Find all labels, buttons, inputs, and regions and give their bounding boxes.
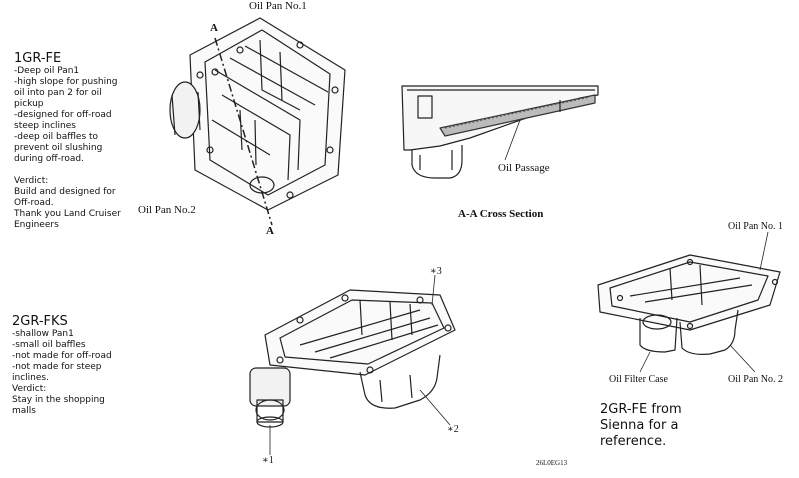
note-line: -not made for off-road <box>12 351 112 361</box>
cross-section-drawing <box>401 85 599 179</box>
section-mark-a-bottom: A <box>266 225 274 237</box>
note-line: Stay in the shopping <box>12 395 105 405</box>
oil-pan-1gr-drawing <box>169 17 346 226</box>
verdict-line: Verdict: <box>14 176 49 186</box>
label-oil-filter-case: Oil Filter Case <box>609 374 668 385</box>
note-line: prevent oil slushing <box>14 143 103 153</box>
note-line: pickup <box>14 99 44 109</box>
note-line: -small oil baffles <box>12 340 86 350</box>
cross-section-caption: A-A Cross Section <box>458 208 544 220</box>
note-line: steep inclines <box>14 121 76 131</box>
callout-2: ∗2 <box>447 424 459 435</box>
label-oil-pan-no-1-top: Oil Pan No.1 <box>249 0 307 12</box>
verdict-line: Engineers <box>14 220 59 230</box>
notes-2gr-fks: 2GR-FKS -shallow Pan1 -small oil baffles… <box>12 314 152 417</box>
note-line: malls <box>12 406 36 416</box>
note-line: Verdict: <box>12 384 47 394</box>
section-mark-a-top: A <box>210 22 218 34</box>
caption-line: Sienna for a <box>600 418 679 433</box>
note-line: -designed for off-road <box>14 110 112 120</box>
label-oil-pan-no-2-top: Oil Pan No.2 <box>138 204 196 216</box>
note-title-2gr-fks: 2GR-FKS <box>12 314 68 329</box>
caption-line: 2GR-FE from <box>600 402 682 417</box>
note-line: inclines. <box>12 373 49 383</box>
note-line: -shallow Pan1 <box>12 329 74 339</box>
note-title-1gr-fe: 1GR-FE <box>14 51 62 66</box>
note-line: -Deep oil Pan1 <box>14 66 80 76</box>
label-oil-pan-no-1-right: Oil Pan No. 1 <box>728 221 783 232</box>
note-line: during off-road. <box>14 154 84 164</box>
oil-pan-2gr-fks-drawing <box>249 274 456 455</box>
sienna-caption: 2GR-FE from Sienna for a reference. <box>600 402 682 450</box>
verdict-line: Thank you Land Cruiser <box>14 209 121 219</box>
verdict-line: Build and designed for <box>14 187 116 197</box>
note-line: oil into pan 2 for oil <box>14 88 102 98</box>
note-line: -deep oil baffles to <box>14 132 99 142</box>
note-line: -high slope for pushing <box>14 77 118 87</box>
label-oil-pan-no-2-right: Oil Pan No. 2 <box>728 374 783 385</box>
callout-1: ∗1 <box>262 455 274 466</box>
figure-code: 26L0EG13 <box>536 459 568 467</box>
notes-1gr-fe: 1GR-FE -Deep oil Pan1 -high slope for pu… <box>14 51 154 231</box>
note-line: -not made for steep <box>12 362 102 372</box>
label-oil-passage: Oil Passage <box>498 162 550 174</box>
oil-pan-sienna-drawing <box>597 231 781 373</box>
verdict-line: Off-road. <box>14 198 54 208</box>
callout-3: ∗3 <box>430 266 442 277</box>
caption-line: reference. <box>600 434 667 449</box>
